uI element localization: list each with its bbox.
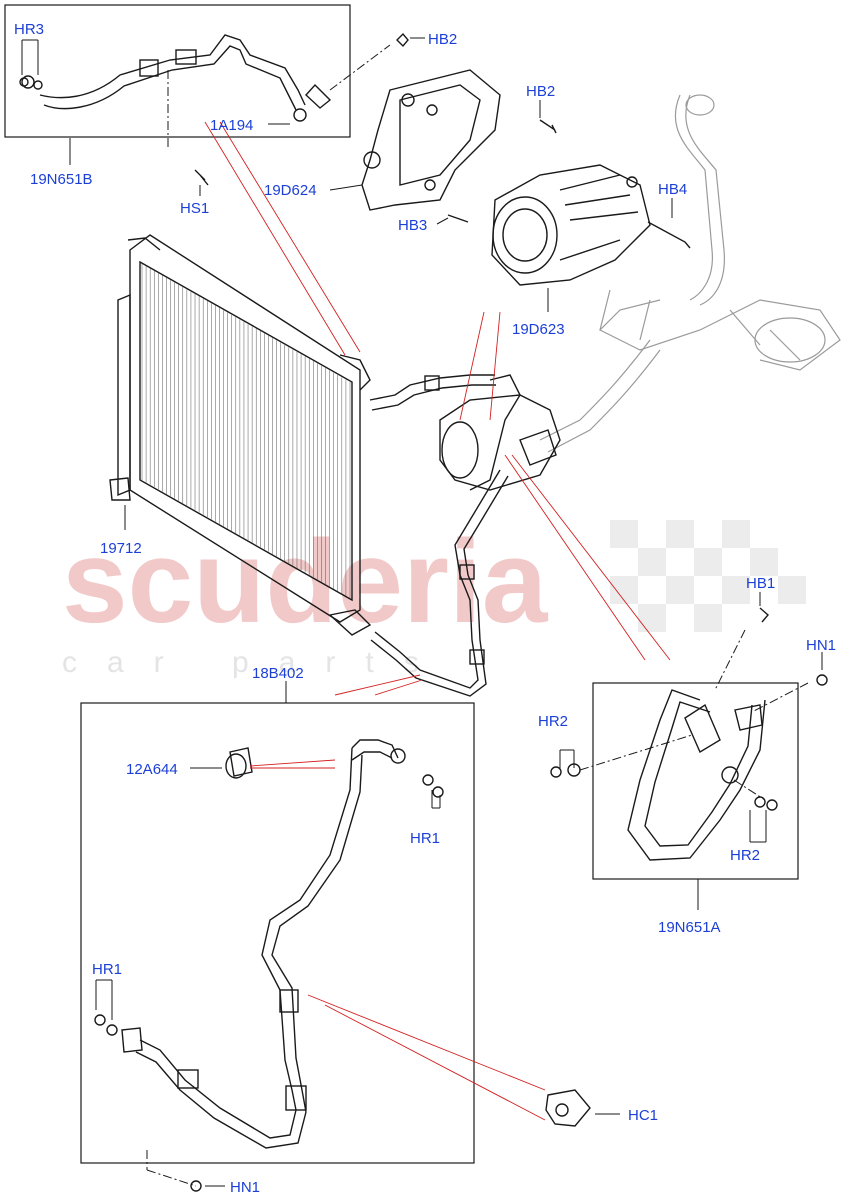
connector-hc1: [545, 1089, 591, 1127]
callout-hb2-top: HB2: [428, 31, 457, 48]
reference-leaders: [204, 121, 671, 1121]
suction-hose: [369, 374, 496, 411]
checker-flag-watermark: [610, 520, 806, 632]
callout-hr3: HR3: [14, 21, 44, 38]
callout-19n651a: 19N651A: [658, 919, 721, 936]
ghost-hoses: [539, 94, 841, 453]
pressure-switch-12a644: [225, 747, 253, 779]
callout-labels: HR3 HB2 HB2 1A194 19N651B HS1 19D624 HB3…: [14, 21, 836, 1196]
installed-compressor: [439, 374, 561, 491]
callout-hn1-right: HN1: [806, 637, 836, 654]
hose-19n651b: [21, 34, 332, 122]
callout-hr1-top: HR1: [410, 830, 440, 847]
bracket-19d624: [361, 69, 501, 211]
compressor-19d623: [491, 164, 651, 286]
callout-1a194: 1A194: [210, 117, 253, 134]
callout-hr1-bottom: HR1: [92, 961, 122, 978]
callout-hr2-left: HR2: [538, 713, 568, 730]
bolts: [194, 32, 769, 623]
callout-18b402: 18B402: [252, 665, 304, 682]
detail-box-19n651b: [4, 4, 351, 138]
watermark-sub: car parts: [62, 646, 449, 679]
callout-hb4: HB4: [658, 181, 687, 198]
detail-box-19n651a: [592, 682, 799, 880]
callout-19n651b: 19N651B: [30, 171, 93, 188]
callout-hn1-bottom: HN1: [230, 1179, 260, 1196]
detail-box-18b402: [80, 702, 475, 1164]
watermark: scuderia car parts: [62, 516, 806, 679]
callout-hb2-mid: HB2: [526, 83, 555, 100]
pipe-18b402: [121, 739, 406, 1149]
hose-19n651a: [627, 689, 766, 861]
callout-19712: 19712: [100, 540, 142, 557]
condenser-19712: [109, 234, 372, 636]
condenser-fins: [141, 264, 351, 598]
callout-hr2-right: HR2: [730, 847, 760, 864]
callout-19d623: 19D623: [512, 321, 565, 338]
callout-leaders: [21, 37, 823, 1187]
callout-hs1: HS1: [180, 200, 209, 217]
callout-hb3: HB3: [398, 217, 427, 234]
callout-19d624: 19D624: [264, 182, 317, 199]
liquid-line: [370, 469, 509, 697]
callout-hb1: HB1: [746, 575, 775, 592]
callout-hc1: HC1: [628, 1107, 658, 1124]
clips-small: [19, 77, 828, 1192]
callout-12a644: 12A644: [126, 761, 178, 778]
